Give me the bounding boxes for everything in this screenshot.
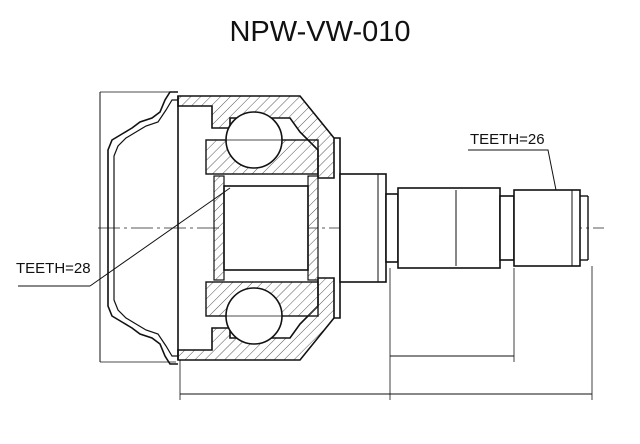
stem-neck: [499, 195, 515, 261]
leader-right: [468, 149, 557, 191]
spline-end: [513, 189, 581, 267]
stem-shaft: [385, 193, 399, 263]
boot-top: [107, 91, 178, 228]
boot-bottom: [107, 228, 178, 365]
boot-top-inner: [113, 99, 178, 228]
housing-bottom-section: [177, 277, 335, 361]
splined-bore: [223, 185, 309, 271]
teeth-26-label: TEETH=26: [470, 131, 545, 148]
bore-hatch-right: [307, 175, 319, 281]
teeth-28-label: TEETH=28: [16, 260, 91, 277]
bore-hatch-left: [213, 175, 225, 281]
stem-main: [397, 187, 501, 269]
drawing-title: NPW-VW-010: [229, 16, 411, 48]
boot-bottom-inner: [113, 228, 178, 357]
stem-collar: [339, 173, 387, 283]
leader-left: [18, 187, 231, 287]
housing-top-section: [177, 95, 335, 179]
